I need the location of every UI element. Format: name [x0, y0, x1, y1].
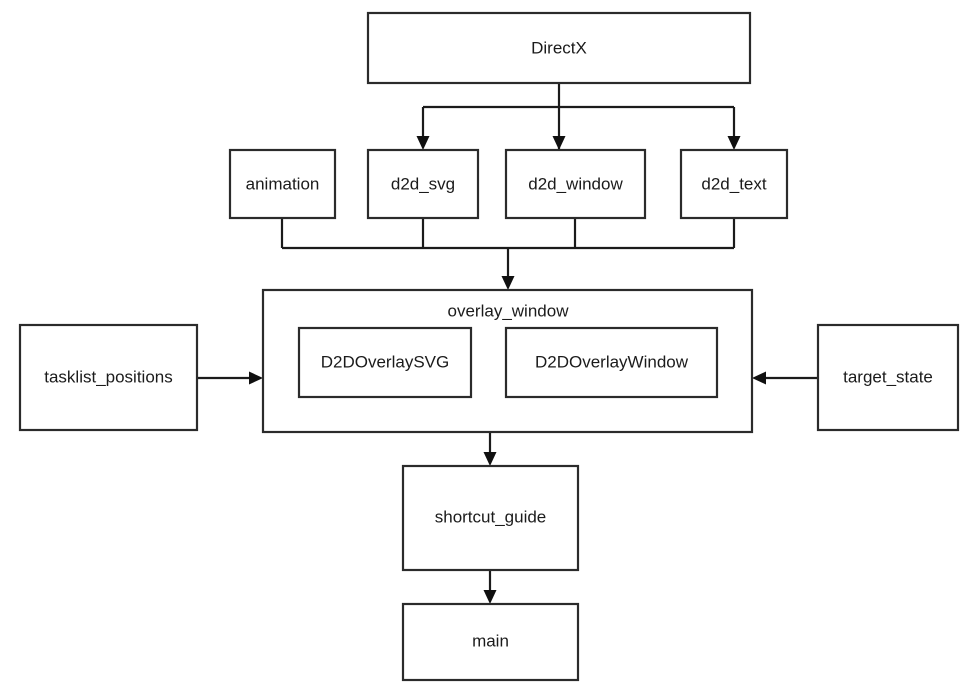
node-directx[interactable]: DirectX [366, 11, 752, 85]
arrowhead-target-state [752, 371, 766, 385]
node-d2d-overlay-svg-label: D2DOverlaySVG [321, 352, 449, 371]
node-main[interactable]: main [401, 602, 580, 682]
node-target-state[interactable]: target_state [816, 323, 960, 432]
node-d2d-svg-label: d2d_svg [391, 174, 455, 193]
node-d2d-svg[interactable]: d2d_svg [366, 148, 480, 220]
arrowhead-to-d2d-text [727, 136, 741, 150]
node-tasklist-positions-label: tasklist_positions [44, 367, 173, 386]
edge-target-state-to-overlay [752, 371, 818, 385]
node-shortcut-guide[interactable]: shortcut_guide [401, 464, 580, 572]
node-d2d-overlay-svg[interactable]: D2DOverlaySVG [297, 326, 473, 399]
edge-tasklist-to-overlay [197, 371, 263, 385]
node-shortcut-guide-label: shortcut_guide [435, 507, 547, 526]
node-d2d-overlay-window-label: D2DOverlayWindow [535, 352, 689, 371]
edge-directx-fanout [416, 83, 741, 150]
node-d2d-text[interactable]: d2d_text [679, 148, 789, 220]
edge-layer [197, 83, 818, 604]
arrowhead-shortcut-guide [483, 452, 497, 466]
node-d2d-text-label: d2d_text [701, 174, 766, 193]
node-animation-label: animation [246, 174, 320, 193]
arrowhead-to-d2d-svg [416, 136, 430, 150]
node-target-state-label: target_state [843, 367, 933, 386]
node-overlay-window-label: overlay_window [448, 301, 570, 320]
node-main-label: main [472, 631, 509, 650]
node-directx-label: DirectX [531, 38, 587, 57]
node-d2d-window-label: d2d_window [528, 174, 623, 193]
node-d2d-overlay-window[interactable]: D2DOverlayWindow [504, 326, 719, 399]
edge-shortcut-to-main [483, 570, 497, 604]
node-d2d-window[interactable]: d2d_window [504, 148, 647, 220]
edge-overlay-to-shortcut [483, 432, 497, 466]
node-animation[interactable]: animation [228, 148, 337, 220]
arrowhead-to-overlay-window [501, 276, 515, 290]
edge-row2-merge [280, 218, 736, 290]
arrowhead-tasklist [249, 371, 263, 385]
node-tasklist-positions[interactable]: tasklist_positions [18, 323, 199, 432]
arrowhead-to-d2d-window [552, 136, 566, 150]
arrowhead-main [483, 590, 497, 604]
